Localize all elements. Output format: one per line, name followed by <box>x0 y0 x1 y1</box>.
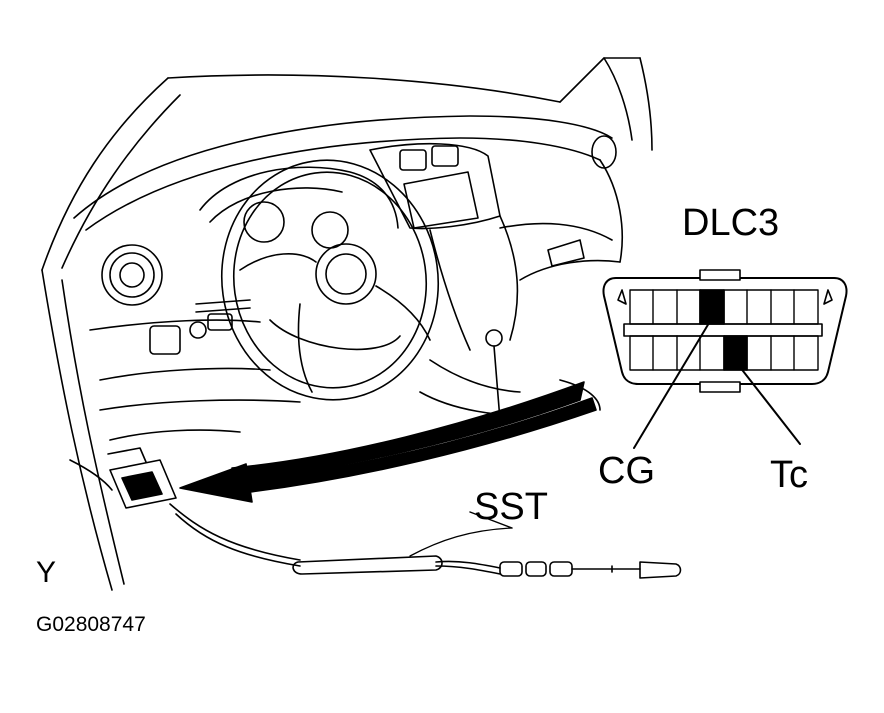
dlc3-location <box>107 447 177 509</box>
door-edge <box>41 269 125 591</box>
glovebox <box>499 222 621 281</box>
windshield-frame <box>41 57 653 271</box>
instrument-cluster <box>199 166 399 249</box>
sst-tool <box>169 503 682 579</box>
tc-leader-line <box>735 361 801 445</box>
lower-dash <box>89 299 601 441</box>
center-console <box>369 142 519 351</box>
tool-label: SST <box>474 486 548 528</box>
tc-terminal <box>723 335 748 371</box>
leader-lines <box>469 317 801 529</box>
left-vent <box>101 244 163 306</box>
sst-leader-line <box>469 511 513 529</box>
dashboard-top <box>73 115 623 263</box>
cg-leader-line <box>633 317 713 449</box>
terminal-cg-label: CG <box>598 450 655 492</box>
dlc3-connector <box>602 269 848 393</box>
connector-label: DLC3 <box>682 202 780 244</box>
figure-id-label: G02808747 <box>36 613 146 636</box>
location-arrow <box>179 381 597 503</box>
corner-marker-label: Y <box>36 556 57 589</box>
terminal-tc-label: Tc <box>770 454 808 496</box>
steering-wheel <box>220 159 440 401</box>
